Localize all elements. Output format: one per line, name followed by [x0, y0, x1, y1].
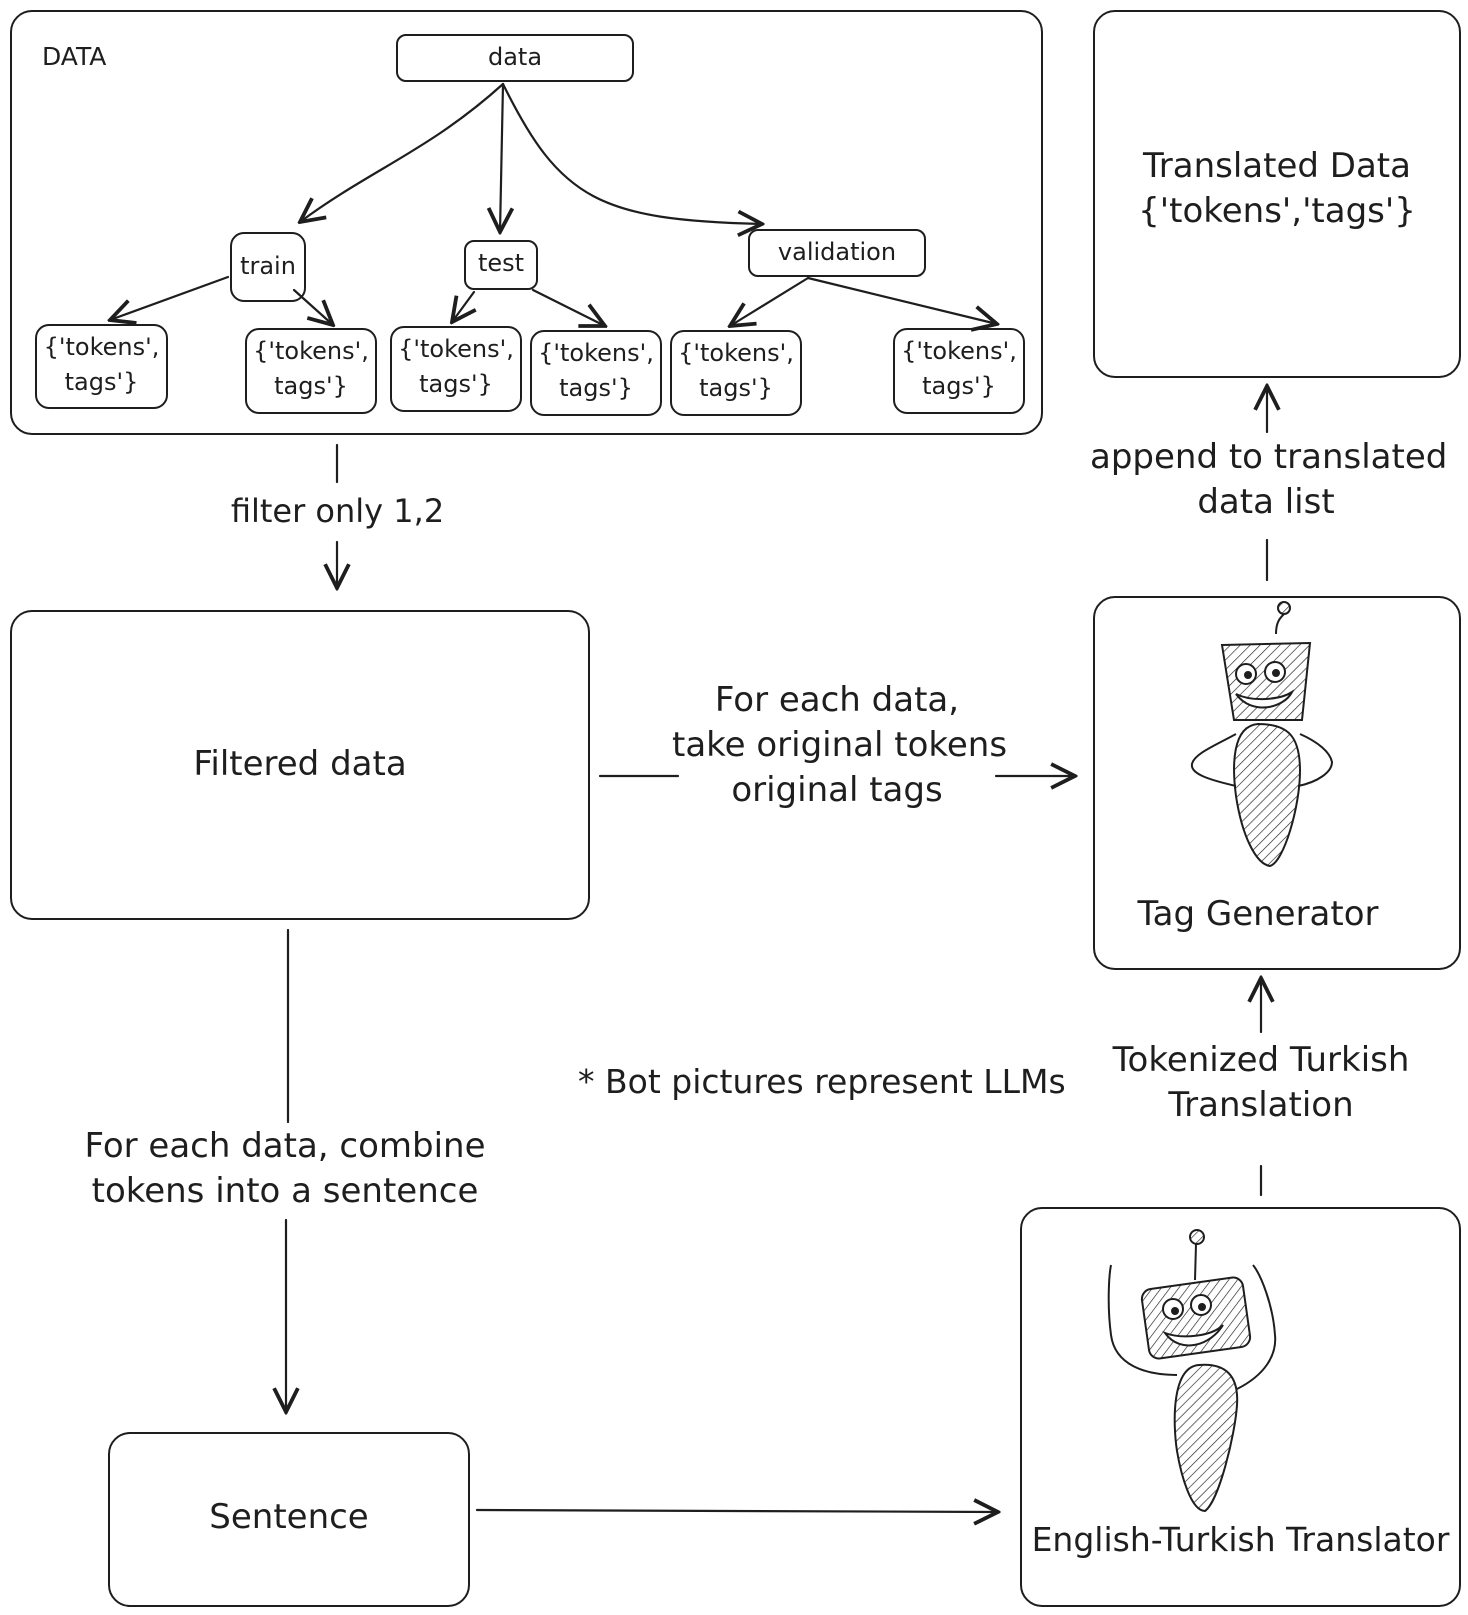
leaf-validation-2[interactable]: {'tokens', tags'}	[893, 328, 1025, 414]
sentence-label: Sentence	[209, 1497, 369, 1537]
leaf-line1: {'tokens',	[398, 335, 514, 363]
data-panel	[10, 10, 1043, 435]
leaf-test-1[interactable]: {'tokens', tags'}	[390, 326, 522, 412]
leaf-line1: {'tokens',	[43, 333, 160, 361]
leaf-test-2[interactable]: {'tokens', tags'}	[530, 330, 662, 416]
edge-sentence-translator	[475, 1510, 998, 1512]
tokenized-line2: Translation	[1168, 1084, 1354, 1125]
foreach-line1: For each data,	[714, 680, 960, 720]
split-train-label: train	[240, 252, 296, 280]
combine-line2: tokens into a sentence	[91, 1170, 479, 1211]
combine-line1: For each data, combine	[84, 1126, 486, 1166]
translator-node[interactable]	[1020, 1207, 1461, 1607]
llm-note: * Bot pictures represent LLMs	[578, 1062, 1066, 1101]
leaf-line2: tags'}	[699, 373, 773, 402]
leaf-line1: {'tokens',	[901, 337, 1017, 365]
data-root-label: data	[487, 43, 543, 71]
leaf-validation-1[interactable]: {'tokens', tags'}	[670, 330, 802, 416]
append-line2: data list	[1197, 481, 1335, 522]
translated-data-label: Translated Data {'tokens','tags'}	[1093, 144, 1461, 234]
filtered-data-label: Filtered data	[193, 744, 407, 784]
split-validation-node[interactable]	[748, 229, 926, 277]
split-validation-label: validation	[777, 238, 897, 266]
split-test-node[interactable]	[464, 240, 538, 290]
filter-label: filter only 1,2	[230, 492, 445, 530]
leaf-line2: tags'}	[419, 369, 493, 398]
foreach-line2: take original tokens	[672, 724, 1008, 765]
append-line1: append to translated	[1090, 437, 1448, 477]
tag-generator-label: Tag Generator	[1137, 894, 1379, 934]
leaf-line2: tags'}	[274, 371, 348, 400]
combine-label: For each data, combine tokens into a sen…	[80, 1124, 490, 1214]
split-train-node[interactable]	[230, 232, 306, 302]
leaf-line1: {'tokens',	[253, 337, 369, 365]
foreach-line3: original tags	[731, 769, 943, 810]
tokenized-line1: Tokenized Turkish	[1112, 1040, 1410, 1080]
append-label: append to translated data list	[1090, 435, 1448, 525]
leaf-line2: tags'}	[922, 371, 996, 400]
leaf-train-2[interactable]: {'tokens', tags'}	[245, 328, 377, 414]
tokenized-label: Tokenized Turkish Translation	[1100, 1038, 1422, 1128]
sentence-node[interactable]	[108, 1432, 470, 1607]
translated-data-node[interactable]	[1093, 10, 1461, 378]
leaf-line2: tags'}	[559, 373, 633, 402]
translated-line2: {'tokens','tags'}	[1138, 190, 1416, 231]
leaf-line1: {'tokens',	[538, 339, 654, 367]
tag-generator-node[interactable]	[1093, 596, 1461, 970]
data-panel-title: DATA	[42, 42, 107, 71]
translated-line1: Translated Data	[1143, 146, 1411, 186]
foreach-label: For each data, take original tokens orig…	[672, 678, 1008, 813]
leaf-line2: tags'}	[64, 367, 139, 396]
split-test-label: test	[477, 249, 525, 277]
leaf-train-1[interactable]: {'tokens', tags'}	[35, 324, 168, 409]
data-root-node[interactable]	[396, 34, 634, 82]
filtered-data-node[interactable]	[10, 610, 590, 920]
translator-label: English-Turkish Translator	[1031, 1520, 1450, 1559]
leaf-line1: {'tokens',	[678, 339, 794, 367]
